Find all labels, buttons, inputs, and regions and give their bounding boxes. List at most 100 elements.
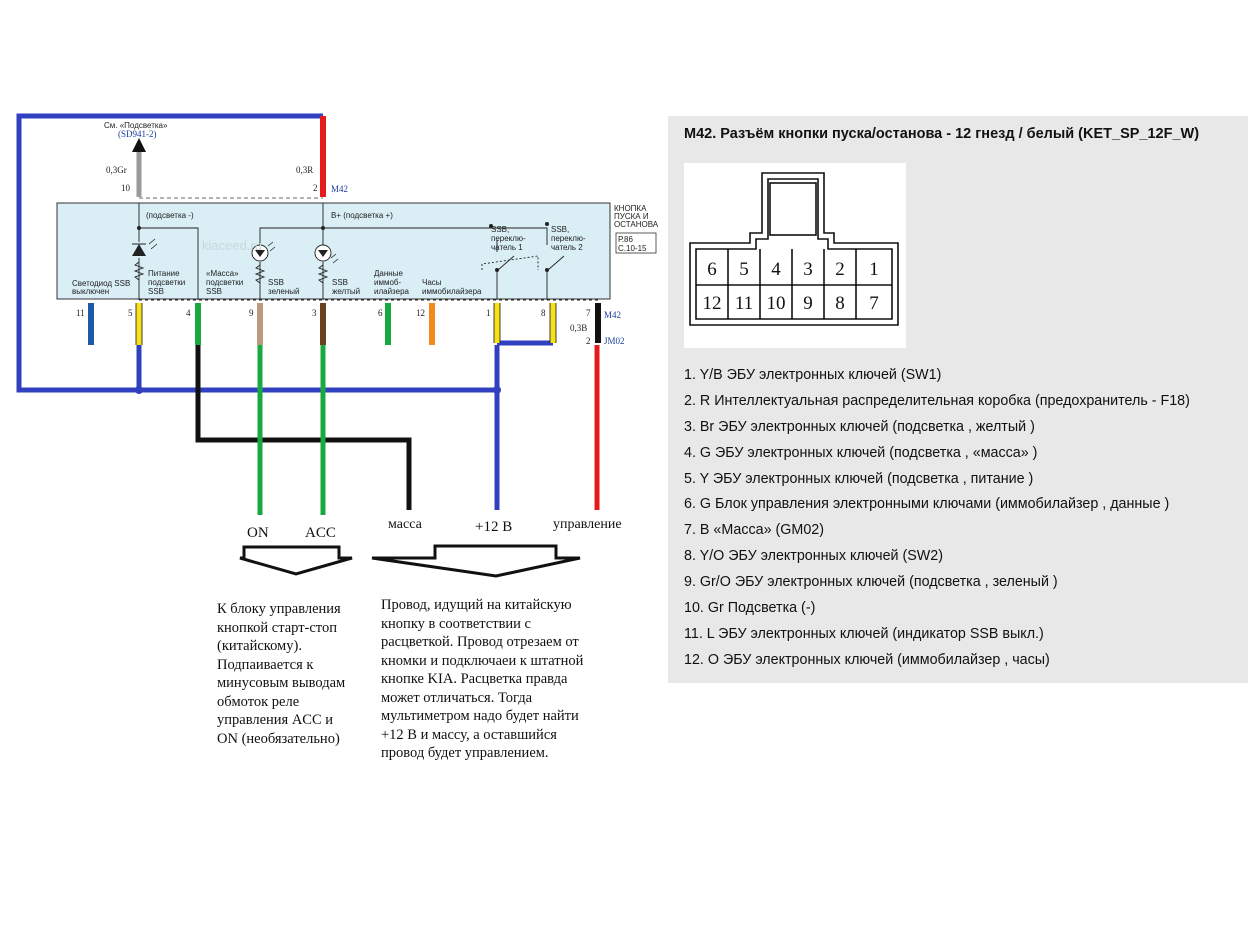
- wire-label-acc: ACC: [305, 525, 336, 541]
- connector-face: 6 5 4 3 2 1 12 11 10 9 8 7: [689, 172, 899, 326]
- label-immo-data-1: Данные: [374, 269, 403, 278]
- label-led-off-1: Светодиод SSB: [72, 279, 130, 288]
- cell-11: 11: [735, 293, 753, 314]
- pin-item-12: 12. O ЭБУ электронных ключей (иммобилайз…: [684, 651, 1050, 668]
- pin2-num: 2: [313, 183, 318, 193]
- pin-num-4: 4: [186, 308, 191, 318]
- label-power-2: подсветки: [148, 278, 185, 287]
- switch1-line-1: SSB,: [491, 225, 509, 234]
- switch2-line-2: переклю-: [551, 234, 586, 243]
- label-ground-1: «Масса»: [206, 269, 239, 278]
- module-title-line-3: ОСТАНОВА: [614, 220, 659, 229]
- pin-num-3: 3: [312, 308, 317, 318]
- page-ref-1: Р.86: [618, 235, 633, 244]
- page-ref-box: [615, 232, 657, 254]
- cell-2: 2: [835, 259, 845, 280]
- label-immo-clock-1: Часы: [422, 278, 442, 287]
- module-title-line-2: ПУСКА И: [614, 212, 649, 221]
- pin-num-11: 11: [76, 308, 85, 318]
- label-immo-clock-2: иммобилайзера: [422, 287, 482, 296]
- connector-ref-top: M42: [331, 184, 348, 194]
- wiring-diagram: См. «Подсветка» (SD941-2) 0,3Gr 10 0,3R …: [16, 113, 659, 578]
- bus-minus-label: (подсветка -): [146, 211, 194, 220]
- bus-plus-label: В+ (подсветка +): [331, 211, 393, 220]
- cell-6: 6: [707, 259, 717, 280]
- label-power-3: SSB: [148, 287, 164, 296]
- ground-pin: 2: [586, 336, 591, 346]
- pin-item-6: 6. G Блок управления электронными ключам…: [684, 496, 1170, 513]
- label-led-off-2: выключен: [72, 287, 109, 296]
- pin-item-8: 8. Y/O ЭБУ электронных ключей (SW2): [684, 548, 943, 565]
- label-ground-3: SSB: [206, 287, 222, 296]
- cell-8: 8: [835, 293, 845, 314]
- connector-drawing: 6 5 4 3 2 1 12 11 10 9 8 7: [684, 163, 906, 348]
- pin-item-4: 4. G ЭБУ электронных ключей (подсветка ,…: [684, 444, 1038, 461]
- cell-9: 9: [803, 293, 813, 314]
- cell-4: 4: [771, 259, 781, 280]
- cell-7: 7: [869, 293, 879, 314]
- pin-num-1: 1: [486, 308, 491, 318]
- switch1-line-2: переклю-: [491, 234, 526, 243]
- wire-label-on: ON: [247, 525, 269, 541]
- label-immo-data-3: илайзера: [374, 287, 410, 296]
- junction-dots: [135, 386, 501, 394]
- pin-item-1: 1. Y/B ЭБУ электронных ключей (SW1): [684, 367, 942, 383]
- wire-label-plus12: +12 В: [475, 519, 513, 535]
- label-power-1: Питание: [148, 269, 180, 278]
- pin-item-5: 5. Y ЭБУ электронных ключей (подсветка ,…: [684, 470, 1034, 487]
- pin-item-9: 9. Gr/O ЭБУ электронных ключей (подсветк…: [684, 574, 1058, 591]
- label-green-2: зеленый: [268, 287, 300, 296]
- connector-ref-bottom: M42: [604, 310, 621, 320]
- page-ref-2: С.10-15: [618, 244, 647, 253]
- led-yellow-icon: [314, 244, 339, 264]
- pin-num-5: 5: [128, 308, 133, 318]
- pin-num-9: 9: [249, 308, 254, 318]
- label-ground-2: подсветки: [206, 278, 243, 287]
- arrow-down-left-icon: [239, 545, 353, 576]
- internal-circuit: [138, 203, 598, 301]
- ref-top: См. «Подсветка»: [104, 121, 168, 130]
- blue-loop-wire: [16, 113, 553, 510]
- cell-5: 5: [739, 259, 749, 280]
- wire-label-control: управление: [553, 517, 622, 532]
- pin10-num: 10: [121, 183, 131, 193]
- pin-item-10: 10. Gr Подсветка (-): [684, 600, 816, 617]
- arrow-up-icon: [132, 138, 146, 152]
- label-green-1: SSB: [268, 278, 284, 287]
- resistor-icons: [133, 261, 329, 284]
- arrow-down-right-icon: [371, 544, 581, 578]
- note-left: К блоку управления кнопкой старт-стоп (к…: [217, 601, 346, 747]
- pin-description-list: 1. Y/B ЭБУ электронных ключей (SW1) 2. R…: [684, 363, 1190, 674]
- cell-1: 1: [869, 259, 879, 280]
- bottom-pin-stubs: [88, 303, 601, 345]
- watermark: kiaceed.ru: [202, 238, 262, 253]
- connector-info-panel: M42. Разъём кнопки пуска/останова - 12 г…: [668, 116, 1248, 683]
- pin-num-12: 12: [416, 308, 425, 318]
- pin-item-3: 3. Br ЭБУ электронных ключей (подсветка …: [684, 418, 1035, 435]
- pin7-wire: 0,3B: [570, 323, 587, 333]
- cell-10: 10: [767, 293, 786, 314]
- panel-title: M42. Разъём кнопки пуска/останова - 12 г…: [684, 126, 1200, 142]
- label-immo-data-2: иммоб-: [374, 278, 402, 287]
- black-massa-wire: [195, 345, 412, 510]
- module-title-line-1: КНОПКА: [614, 204, 647, 213]
- cell-12: 12: [703, 293, 722, 314]
- pin-item-11: 11. L ЭБУ электронных ключей (индикатор …: [684, 625, 1044, 642]
- switch2-line-3: чатель 2: [551, 243, 583, 252]
- pin-item-2: 2. R Интеллектуальная распределительная …: [684, 392, 1190, 409]
- stub-outline: [135, 303, 557, 345]
- label-yellow-2: желтый: [332, 287, 360, 296]
- led-green-icon: [251, 241, 276, 262]
- led-icon: [132, 238, 158, 256]
- node-dots: [137, 222, 549, 272]
- switch2-line-1: SSB,: [551, 225, 569, 234]
- switch1-line-3: чатель 1: [491, 243, 523, 252]
- label-yellow-1: SSB: [332, 278, 348, 287]
- ground-ref: JM02: [604, 336, 625, 346]
- pin-num-8: 8: [541, 308, 546, 318]
- pin-num-7: 7: [586, 308, 591, 318]
- note-right: Провод, идущий на китайскую кнопку в соо…: [381, 597, 584, 761]
- pin2-wire: 0,3R: [296, 165, 313, 175]
- pin-num-6: 6: [378, 308, 383, 318]
- ref-top-code: (SD941-2): [118, 129, 157, 139]
